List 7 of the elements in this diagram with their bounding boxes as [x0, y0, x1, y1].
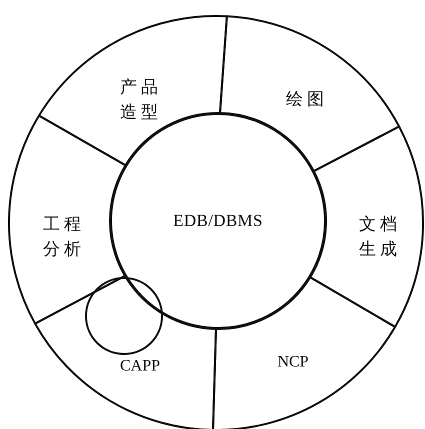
- segment-label: CAPP: [120, 356, 160, 376]
- segment-label: NCP: [277, 352, 309, 372]
- segment-label: 文档生成: [358, 213, 402, 261]
- segment-label: 工程分析: [42, 213, 86, 261]
- segment-label: 绘图: [284, 88, 328, 112]
- segment-label: 产品造型: [118, 76, 164, 124]
- hub-label: EDB/DBMS: [173, 211, 263, 231]
